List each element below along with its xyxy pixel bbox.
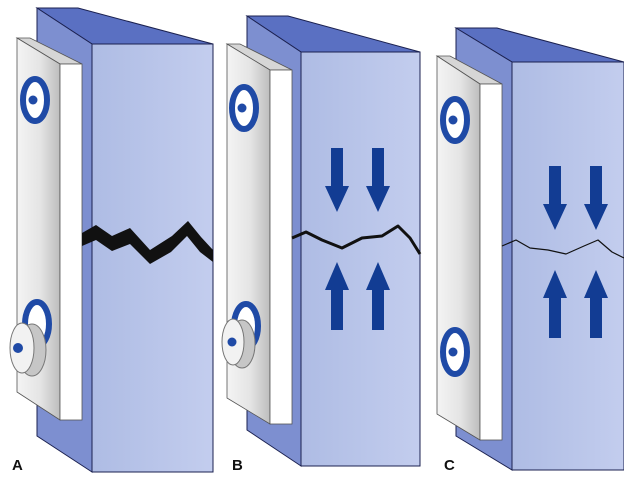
compression-arrow-up-left xyxy=(325,262,349,330)
screw-head-icon xyxy=(9,322,47,377)
panel-c: C xyxy=(435,27,624,474)
fracture-line-narrow xyxy=(291,224,422,255)
panel-label-a: A xyxy=(12,457,23,474)
screw-hole-top xyxy=(229,84,259,132)
panel-label-c: C xyxy=(444,457,455,474)
screw-hole-bottom xyxy=(440,327,470,377)
block-front xyxy=(511,61,624,471)
screw-head-icon xyxy=(221,318,256,369)
panel-label-b: B xyxy=(232,457,243,474)
fracture-gap-wide xyxy=(82,221,213,264)
compression-arrow-up-right xyxy=(584,270,608,338)
screw-hole-top xyxy=(20,76,50,124)
compression-arrow-up-left xyxy=(543,270,567,338)
plate-face xyxy=(269,69,293,425)
compression-arrow-down-right xyxy=(584,166,608,230)
block-front xyxy=(300,51,421,467)
fracture-line-closed xyxy=(501,239,624,259)
compression-arrow-up-right xyxy=(366,262,390,330)
compression-arrow-down-right xyxy=(366,148,390,212)
panel-a: A xyxy=(9,7,214,474)
plate-face xyxy=(479,83,503,441)
compression-arrow-down-left xyxy=(325,148,349,212)
panel-b: B xyxy=(221,15,422,474)
screw-hole-top xyxy=(440,96,470,144)
compression-arrow-down-left xyxy=(543,166,567,230)
plate-face xyxy=(59,63,83,421)
